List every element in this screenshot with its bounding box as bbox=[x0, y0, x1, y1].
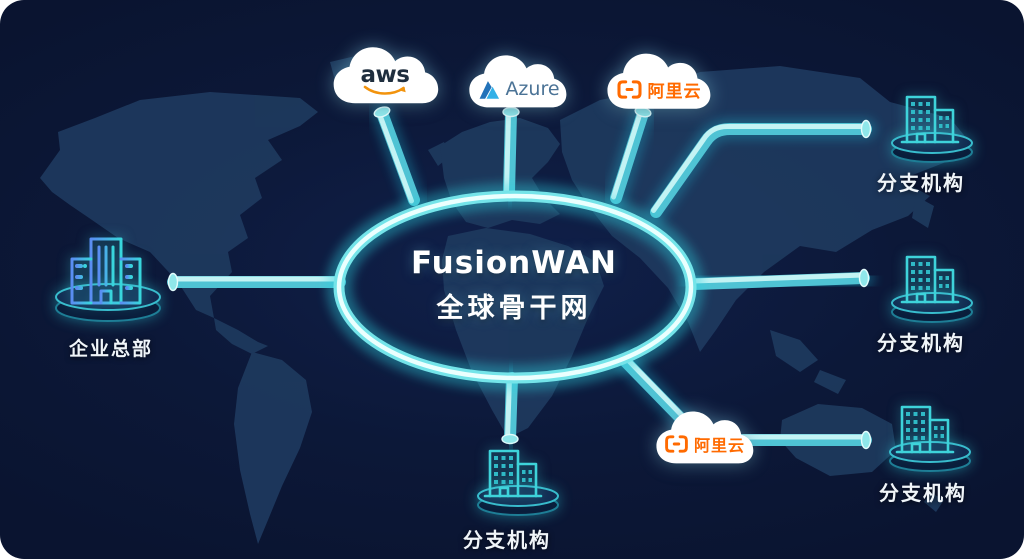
map-south-america bbox=[234, 352, 312, 544]
aws-label: aws bbox=[360, 61, 410, 88]
backbone-subtitle: 全球骨干网 bbox=[436, 293, 592, 324]
node-label-headquarters: 企业总部 bbox=[68, 338, 154, 360]
branch-building-icon bbox=[900, 255, 960, 304]
azure-label: Azure bbox=[505, 78, 560, 100]
map-se-asia bbox=[770, 330, 818, 372]
node-label-branch-middle-right: 分支机构 bbox=[877, 331, 965, 355]
alicloud-logo-icon bbox=[665, 435, 688, 453]
link-backbone-to-branch-middle-right bbox=[683, 267, 875, 295]
backbone-ring bbox=[326, 183, 704, 391]
map-new-zealand bbox=[924, 492, 944, 512]
node-label-branch-bottom-right: 分支机构 bbox=[879, 481, 967, 505]
link-backbone-to-branch-top-right bbox=[645, 118, 877, 223]
node-label-branch-bottom-center: 分支机构 bbox=[463, 528, 551, 552]
backbone-title-block: FusionWAN 全球骨干网 bbox=[411, 245, 617, 325]
cloud-alicloud-top: 阿里云 bbox=[602, 50, 714, 118]
hq-building-icon bbox=[64, 226, 148, 305]
map-indonesia bbox=[814, 370, 846, 394]
branch-building-icon bbox=[483, 449, 543, 498]
branch-building-icon bbox=[895, 405, 955, 454]
link-hq-to-backbone bbox=[162, 271, 351, 293]
map-central-america bbox=[214, 318, 268, 354]
cloud-azure: Azure bbox=[465, 50, 569, 118]
link-alicloud-bottom-to-branch-bottom-right bbox=[729, 429, 877, 451]
alicloud-label: 阿里云 bbox=[693, 436, 745, 455]
link-azure-to-backbone bbox=[498, 102, 522, 203]
alicloud-logo-icon bbox=[616, 79, 642, 99]
alicloud-label: 阿里云 bbox=[647, 81, 702, 102]
aws-smile-icon bbox=[363, 85, 406, 95]
map-japan bbox=[912, 196, 934, 228]
node-label-branch-top-right: 分支机构 bbox=[877, 171, 965, 195]
branch-building-icon bbox=[900, 95, 960, 144]
cloud-shape-icon bbox=[607, 53, 711, 109]
cloud-aws: aws bbox=[329, 42, 441, 114]
cloud-shape-icon bbox=[333, 47, 439, 104]
azure-logo-icon bbox=[480, 80, 500, 99]
link-alicloud-top-to-backbone bbox=[605, 102, 654, 209]
backbone-title: FusionWAN bbox=[411, 245, 617, 281]
link-aws-to-backbone bbox=[371, 102, 425, 211]
cloud-alicloud-bottom: 阿里云 bbox=[652, 408, 756, 472]
map-north-america bbox=[40, 92, 318, 318]
